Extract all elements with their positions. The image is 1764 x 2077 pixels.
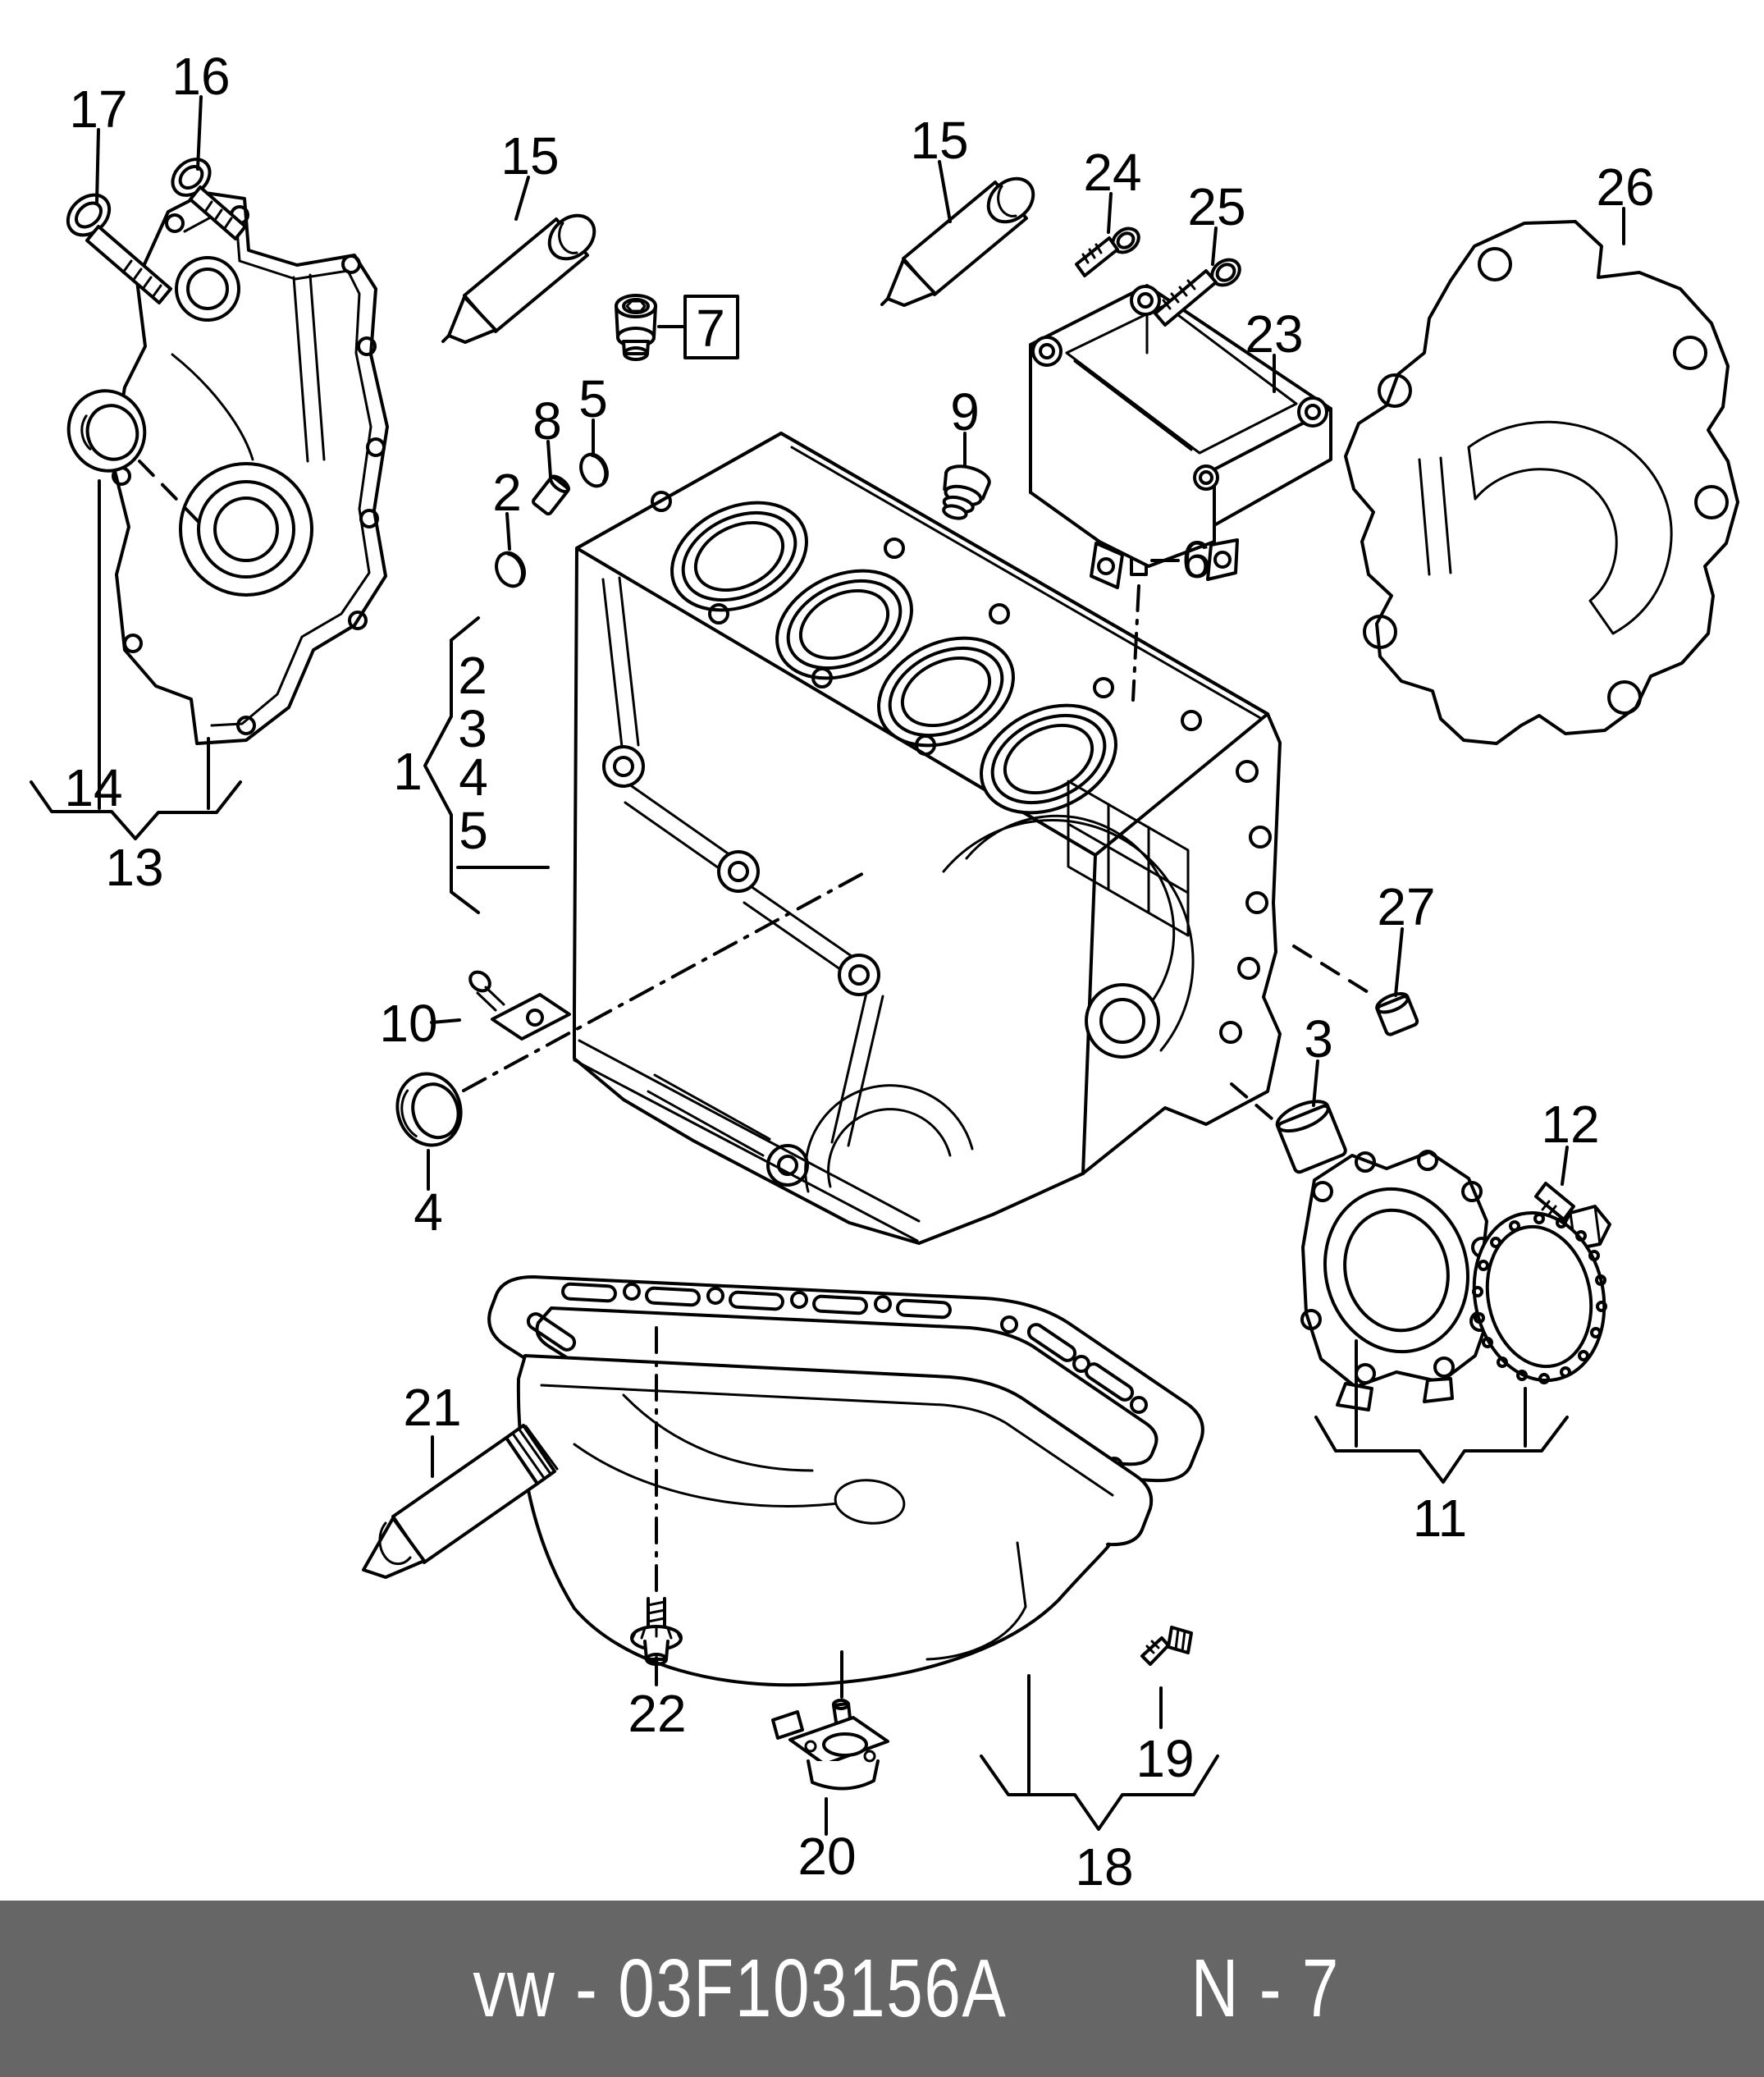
sealing-cap-5-part bbox=[579, 452, 609, 488]
leader-line bbox=[1131, 584, 1140, 702]
leader-line bbox=[1561, 1146, 1569, 1186]
callout-4: 4 bbox=[414, 1183, 443, 1242]
leader-line bbox=[505, 512, 511, 551]
footer-part-number: vw - 03F103156A bbox=[473, 1942, 1008, 2034]
leader-line bbox=[462, 869, 870, 1092]
fitting-bushing-3-part bbox=[1275, 1100, 1347, 1174]
group-11-bracket bbox=[1314, 1416, 1569, 1484]
callout-22: 22 bbox=[628, 1684, 686, 1743]
bolt-24-part bbox=[1075, 226, 1140, 277]
callout-6: 6 bbox=[1181, 530, 1211, 589]
callout-16: 16 bbox=[171, 47, 230, 106]
leader-line bbox=[1292, 945, 1373, 996]
callout-13: 13 bbox=[105, 838, 163, 897]
oil-guide-10-part bbox=[468, 970, 571, 1041]
rear-seal-flange-11-part bbox=[1300, 1150, 1492, 1411]
callout-1: 1 bbox=[393, 742, 423, 801]
callout-14: 14 bbox=[64, 758, 122, 817]
callout-3: 3 bbox=[458, 699, 487, 758]
leader-line bbox=[95, 128, 100, 204]
callout-9: 9 bbox=[950, 382, 980, 441]
sealant-tube-15-left-part bbox=[441, 213, 596, 344]
crankshaft-front-seal-part bbox=[66, 389, 147, 473]
bolt-17-part bbox=[66, 193, 172, 304]
callout-11: 11 bbox=[1413, 1489, 1467, 1548]
fitting-bushing-27-part bbox=[1375, 991, 1419, 1036]
callout-15: 15 bbox=[910, 111, 968, 170]
sealing-cap-2-part bbox=[495, 551, 526, 588]
callout-17: 17 bbox=[69, 80, 127, 139]
footer-page-reference: N - 7 bbox=[1190, 1942, 1340, 2034]
callout-19: 19 bbox=[1136, 1729, 1194, 1788]
leader-line bbox=[430, 1018, 461, 1024]
leader-line bbox=[514, 176, 530, 221]
oil-level-sensor-20-part bbox=[771, 1699, 889, 1791]
bolt-25-part bbox=[1154, 258, 1241, 327]
callout-12: 12 bbox=[1541, 1095, 1599, 1154]
group-1-brace bbox=[423, 616, 480, 914]
callout-10: 10 bbox=[379, 994, 437, 1053]
callout-3: 3 bbox=[1304, 1009, 1333, 1068]
leader-line bbox=[1312, 1059, 1319, 1107]
leader-line bbox=[1211, 226, 1218, 266]
dowel-sleeve-8-part bbox=[532, 474, 570, 516]
sealing-plug-7-part bbox=[615, 294, 657, 361]
leader-line bbox=[196, 95, 203, 171]
callout-2: 2 bbox=[492, 463, 522, 522]
highlight-box bbox=[683, 295, 739, 359]
callout-4: 4 bbox=[459, 748, 488, 807]
catalog-footer: vw - 03F103156A N - 7 bbox=[0, 1901, 1764, 2077]
leader-line bbox=[1394, 927, 1404, 997]
timing-cover-part bbox=[111, 191, 389, 745]
leader-line bbox=[1107, 192, 1113, 234]
seal-ring-4-part bbox=[395, 1072, 463, 1147]
callout-26: 26 bbox=[1596, 158, 1654, 217]
callout-24: 24 bbox=[1083, 143, 1141, 202]
callout-5: 5 bbox=[578, 369, 608, 428]
bolt-19-part bbox=[1140, 1626, 1193, 1666]
oil-pan-part bbox=[516, 1354, 1154, 1687]
callout-25: 25 bbox=[1187, 177, 1245, 236]
callout-20: 20 bbox=[797, 1827, 856, 1886]
intermediate-plate-26-part bbox=[1344, 220, 1739, 745]
leader-line bbox=[1230, 1082, 1279, 1125]
leader-line bbox=[938, 160, 952, 223]
support-bracket-23-part bbox=[1029, 284, 1332, 589]
callout-27: 27 bbox=[1377, 877, 1435, 936]
group-13-bracket bbox=[30, 780, 242, 840]
sealant-tube-15-right-part bbox=[880, 176, 1035, 307]
group-18-bracket bbox=[980, 1754, 1219, 1831]
callout-7: 7 bbox=[696, 299, 725, 358]
callout-18: 18 bbox=[1075, 1837, 1133, 1896]
sensor-ring-11-part bbox=[1472, 1210, 1607, 1384]
callout-23: 23 bbox=[1245, 304, 1303, 364]
callout-21: 21 bbox=[403, 1378, 461, 1437]
engine-block-part bbox=[573, 432, 1282, 1245]
callout-15: 15 bbox=[500, 126, 559, 185]
oil-gallery-plug-9-part bbox=[942, 464, 991, 520]
leader-line bbox=[138, 460, 205, 528]
callout-8: 8 bbox=[532, 391, 562, 451]
callout-2: 2 bbox=[458, 646, 487, 705]
leader-line bbox=[546, 440, 552, 478]
exploded-parts-diagram: 1716151524252326758296123452731211141310… bbox=[30, 47, 1739, 1896]
sealant-tube-21-part bbox=[362, 1424, 559, 1579]
callout-5: 5 bbox=[459, 801, 488, 860]
bolt-16-part bbox=[171, 158, 247, 240]
